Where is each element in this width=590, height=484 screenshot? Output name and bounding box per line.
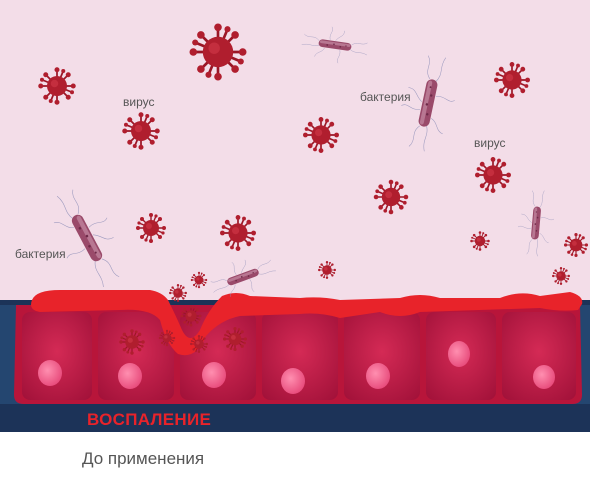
- caption: До применения: [82, 449, 205, 468]
- label-bacteria-1: бактерия: [360, 90, 411, 104]
- bottom-strip: [0, 404, 590, 432]
- inflammation-label: ВОСПАЛЕНИЕ: [87, 410, 212, 429]
- label-virus-1: вирус: [123, 95, 155, 109]
- epithelial-layer: [14, 305, 582, 404]
- label-bacteria-2: бактерия: [15, 247, 66, 261]
- illustration: [0, 0, 590, 432]
- label-virus-2: вирус: [474, 136, 506, 150]
- scene-svg: [0, 0, 590, 432]
